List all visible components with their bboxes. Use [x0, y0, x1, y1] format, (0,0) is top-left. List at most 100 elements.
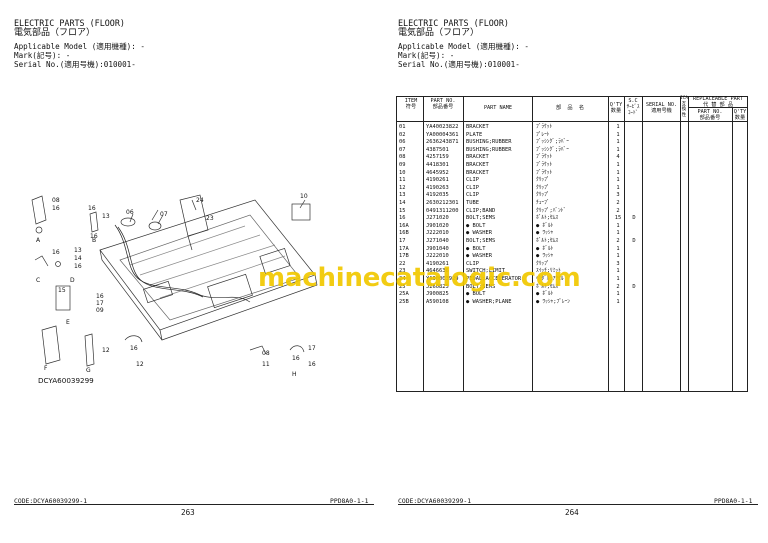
callout-16g: 16	[130, 345, 138, 352]
cell-qty: 1	[616, 177, 620, 184]
footer-code: CODE:DCYA60039299-1	[398, 497, 472, 505]
callout-08b: 08	[262, 350, 270, 357]
cell-part-no: J271020	[426, 215, 449, 222]
cell-jp-name: ● ﾎﾞﾙﾄ	[536, 291, 554, 298]
page-title: ELECTRIC PARTS (FLOOR)	[398, 18, 509, 28]
cell-part-name: BRACKET	[466, 162, 489, 168]
callout-16h: 16	[292, 355, 300, 362]
cell-part-no: 4257159	[426, 154, 449, 161]
cell-jp-name: ﾌﾞﾗｹｯﾄ	[536, 154, 553, 161]
cell-part-name: BRACKET	[466, 154, 489, 161]
cell-item: 25	[399, 283, 406, 290]
callout-15: 15	[58, 287, 66, 294]
left-page: ELECTRIC PARTS (FLOOR) 電気部品（フロア） Applica…	[14, 18, 374, 517]
callout-11: 11	[262, 361, 270, 368]
page-number: 264	[565, 508, 579, 517]
parts-table: ITEM 符号 PART NO. 部品番号 PART NAME 部 品 名 Q'…	[396, 96, 748, 392]
footer-ref: PPD8A0-1-1	[330, 497, 369, 505]
cell-jp-name: ｽｲｯﾁ;ﾘﾐｯﾄ	[536, 268, 561, 275]
cell-part-name: ● WASHER;PLANE	[466, 298, 512, 305]
callout-13b: 13	[74, 247, 82, 254]
page-title: ELECTRIC PARTS (FLOOR)	[14, 18, 125, 28]
cell-qty: 1	[616, 298, 620, 305]
right-page: ELECTRIC PARTS (FLOOR) 電気部品（フロア） Applica…	[384, 0, 768, 543]
cell-qty: 1	[616, 253, 620, 260]
cell-part-name: SWITCH;LIMIT	[466, 268, 505, 275]
view-a: A	[36, 237, 41, 244]
cell-item: 15	[399, 207, 406, 214]
cell-part-no: J901020	[426, 222, 449, 229]
cell-item: 17B	[399, 253, 409, 260]
cell-jp-name: ｸﾘｯﾌﾟ	[536, 192, 550, 199]
cell-jp-name: ● ﾜｯｼｬ	[536, 253, 554, 260]
mark: Mark(記号): -	[14, 51, 71, 60]
cell-jp-name: ﾎﾞﾙﾄ;ｾﾑｽ	[536, 283, 559, 290]
cell-part-no: 4190261	[426, 260, 449, 267]
cell-part-no: J260825	[426, 283, 449, 290]
cell-jp-name: ● ﾎﾞﾙﾄ	[536, 222, 554, 229]
cell-part-name: CLIP	[466, 260, 479, 267]
cell-sc: D	[632, 215, 636, 222]
cell-part-name: BOLT;SEMS	[466, 238, 496, 244]
cell-part-name: ● WASHER	[466, 253, 492, 260]
exploded-parts-diagram: 24 06 07 23 08 16 16 13 16 16 16 14 13 1…	[31, 193, 318, 378]
cell-item: 17	[399, 238, 406, 244]
cell-jp-name: ﾌﾞﾗｹｯﾄ	[536, 162, 553, 168]
footer-rule	[14, 504, 374, 505]
cell-part-no: A590108	[426, 298, 449, 305]
cell-part-no: J222010	[426, 230, 449, 237]
cell-part-no: J901040	[426, 245, 449, 252]
callout-07: 07	[160, 211, 168, 218]
cell-qty: 3	[616, 192, 620, 199]
cell-part-name: PLATE	[466, 131, 483, 138]
cell-part-no: J900825	[426, 291, 449, 298]
cell-part-name: ● WASHER	[466, 230, 492, 237]
cell-part-name: BRACKET	[466, 124, 489, 130]
footer-ref: PPD8A0-1-1	[714, 497, 753, 505]
th-item: ITEM 符号	[404, 98, 418, 110]
cell-item: 23	[399, 268, 406, 275]
callout-17b: 17	[308, 345, 316, 352]
cell-item: 07	[399, 146, 406, 153]
footer-rule	[398, 504, 758, 505]
table-frame	[396, 96, 748, 392]
view-d: D	[70, 277, 75, 284]
th-serial: SERIAL NO. 適用号機	[645, 102, 678, 114]
cell-item: 12	[399, 184, 406, 191]
callout-16e: 16	[74, 263, 82, 270]
cell-part-no: 4190263	[426, 184, 449, 191]
cell-qty: 1	[616, 245, 620, 252]
cell-qty: 1	[616, 268, 620, 275]
cell-qty: 1	[616, 131, 620, 138]
cell-qty: 1	[616, 162, 620, 168]
callout-09: 09	[96, 307, 104, 314]
watermark: machinecatalogic.com	[258, 263, 581, 293]
cell-jp-name: ﾌﾞﾗｹｯﾄ	[536, 124, 553, 130]
view-h: H	[292, 371, 297, 378]
callout-06: 06	[126, 209, 134, 216]
cell-part-name: ● BOLT	[466, 291, 486, 298]
cell-part-no: 4190261	[426, 177, 449, 184]
callout-12a: 12	[102, 347, 110, 354]
callout-12b: 12	[136, 361, 144, 368]
footer-code: CODE:DCYA60039299-1	[14, 497, 88, 505]
cell-jp-name: ﾌﾟﾚｰﾄ	[536, 131, 550, 138]
serial-no: Serial No.(適用号機):010001-	[14, 60, 136, 69]
cell-part-no: 2636243871	[426, 139, 459, 146]
cell-part-no: YA00003929	[426, 276, 459, 282]
cell-jp-name: ｸﾘｯﾌﾟ	[536, 260, 550, 267]
